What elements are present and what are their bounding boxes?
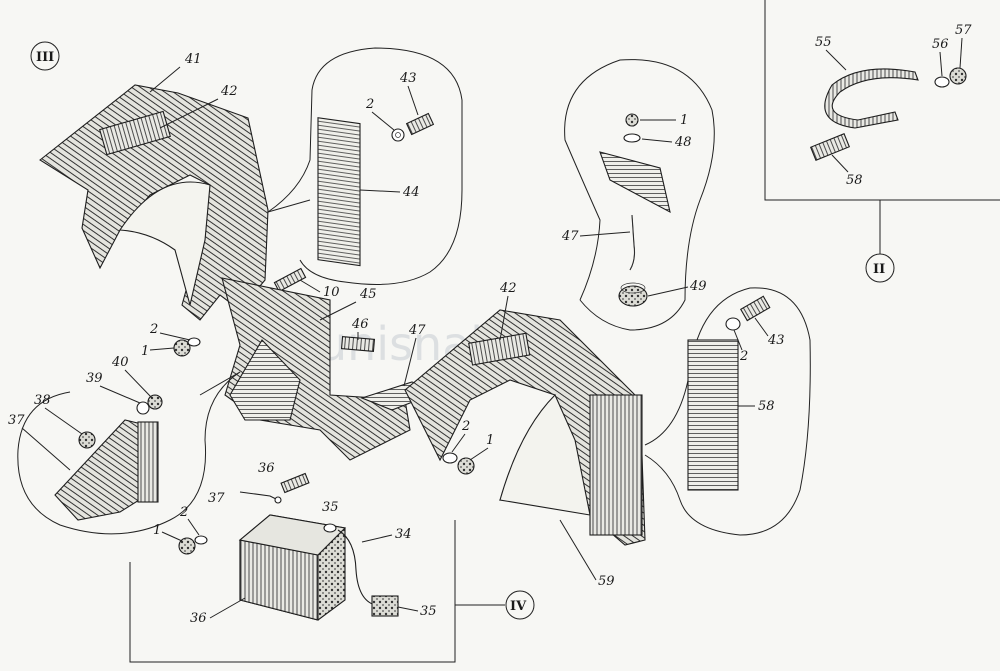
washer-2-b	[187, 337, 201, 347]
callout-46-a: 43	[399, 71, 417, 86]
group-label-iii: III	[36, 50, 54, 65]
washer-55	[934, 76, 950, 88]
callout-35: 35	[420, 604, 437, 619]
bolt-38	[280, 472, 310, 494]
group-marker-iv	[505, 590, 535, 620]
callout-2-a: 2	[365, 97, 374, 112]
callout-2-e: 2	[179, 505, 188, 520]
callout-2-c: 2	[461, 419, 470, 434]
nut-1-d	[178, 537, 196, 555]
callout-57: 58	[846, 173, 863, 188]
hood-right-arch	[499, 394, 591, 516]
nut-56	[949, 67, 967, 85]
callout-51: 47	[561, 229, 579, 244]
bolt-49	[340, 336, 376, 352]
callout-39: 37	[208, 491, 225, 506]
nut-1-b	[457, 457, 475, 475]
washer-2-c	[442, 452, 458, 464]
washer-52	[623, 133, 641, 143]
callout-44: 41	[184, 52, 202, 67]
bolt-10	[273, 267, 307, 293]
callout-47: 44	[402, 185, 420, 200]
group-frame-ii	[764, 0, 1000, 201]
callout-1-d: 1	[153, 523, 161, 538]
callout-45-top: 42	[220, 84, 238, 99]
hood-top-panel-44	[39, 84, 269, 321]
terminal-37	[323, 523, 337, 533]
callout-53: 49	[689, 279, 707, 294]
detail-balloon-47	[267, 47, 463, 285]
bracket-40-flange	[137, 421, 159, 503]
callout-55: 56	[932, 37, 949, 52]
callout-56: 57	[955, 23, 972, 38]
callout-38: 36	[258, 461, 275, 476]
switch-35	[371, 595, 399, 617]
detail-balloon-40	[17, 371, 241, 535]
callout-2-b: 2	[149, 322, 158, 337]
hood-right-side-panel	[589, 394, 643, 536]
callout-40: 37	[8, 413, 25, 428]
callout-49: 46	[351, 317, 369, 332]
group-marker-iii	[30, 41, 60, 71]
bolt-57	[809, 133, 851, 161]
callout-58: 58	[758, 399, 775, 414]
group-label-ii: II	[873, 262, 885, 277]
detail-balloon-51	[564, 59, 715, 331]
bolt-46-a	[405, 112, 435, 136]
cable-34	[337, 529, 376, 606]
callout-1-c: 1	[680, 113, 688, 128]
washer-42	[136, 401, 150, 415]
nut-41	[78, 431, 96, 449]
callout-52: 48	[674, 135, 692, 150]
callout-1-a: 1	[141, 344, 149, 359]
callout-50: 47	[408, 323, 426, 338]
nut-1-c	[625, 113, 639, 127]
group-marker-ii	[865, 253, 895, 283]
callout-59: 59	[598, 574, 615, 589]
strap-ring-54	[824, 68, 919, 129]
washer-2-a	[391, 128, 405, 142]
callout-41: 38	[34, 393, 51, 408]
clamp-53	[618, 285, 648, 307]
mesh-plate-47	[317, 117, 361, 267]
bracket-48-fold	[229, 339, 301, 421]
nut-43	[147, 394, 163, 410]
callout-43: 40	[111, 355, 129, 370]
callout-48: 45	[359, 287, 377, 302]
group-frame-iv	[129, 520, 456, 663]
wire-39	[239, 491, 279, 501]
callout-42: 39	[86, 371, 103, 386]
callout-45-right: 42	[499, 281, 517, 296]
hood-arch-inner	[119, 181, 211, 306]
callout-1-b: 1	[486, 433, 494, 448]
callout-2-d: 2	[739, 349, 748, 364]
callout-37: 35	[322, 500, 339, 515]
bracket-plate	[599, 151, 671, 214]
washer-2-e	[194, 535, 208, 545]
hood-vent-45	[99, 110, 171, 156]
callout-54: 55	[815, 35, 832, 50]
callout-36: 36	[190, 611, 207, 626]
group-label-iv: IV	[510, 599, 527, 614]
hood-right-vent-45	[468, 332, 531, 366]
callout-10: 10	[323, 285, 340, 300]
bolt-46-b	[739, 295, 771, 322]
washer-2-d	[725, 317, 741, 331]
mesh-plate-58	[687, 339, 739, 491]
callout-46-b: 43	[767, 333, 785, 348]
callout-34: 34	[395, 527, 412, 542]
